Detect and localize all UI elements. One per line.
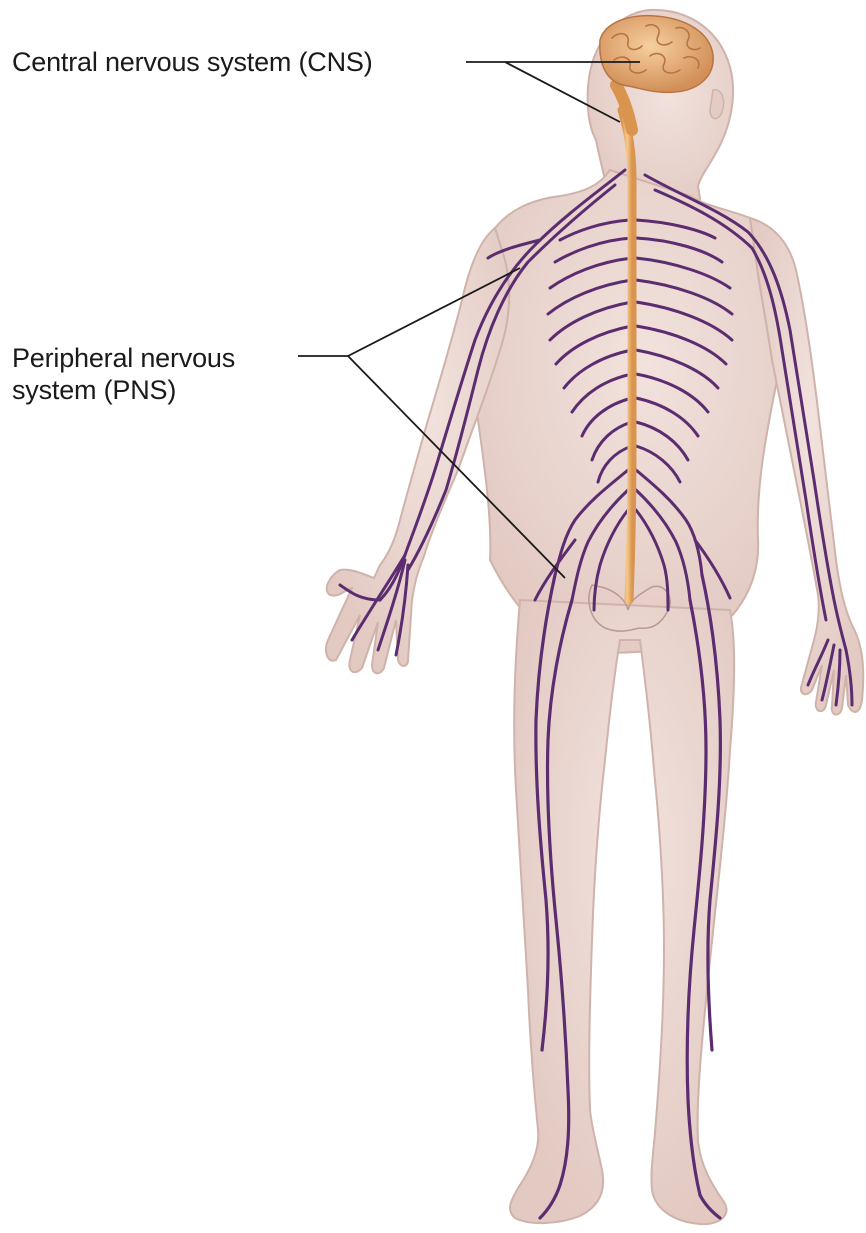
pns-label-line2: system (PNS) [12, 374, 235, 406]
ear [710, 90, 724, 119]
pns-label-line1: Peripheral nervous [12, 342, 235, 374]
legs [510, 600, 734, 1224]
cns-label: Central nervous system (CNS) [12, 46, 373, 78]
pns-label: Peripheral nervous system (PNS) [12, 342, 235, 406]
arm-right [750, 218, 863, 715]
